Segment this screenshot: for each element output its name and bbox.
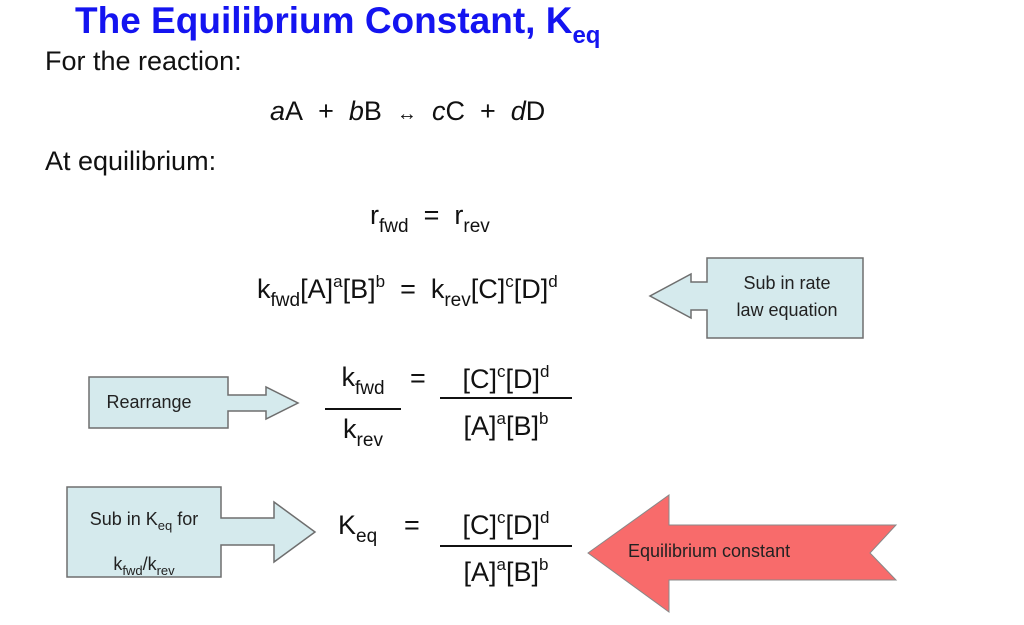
rearrange-callout xyxy=(88,376,300,429)
keq-symbol: Keq xyxy=(338,510,378,547)
rate-constant-ratio: kfwd krev xyxy=(325,362,401,452)
rearrange-text: Rearrange xyxy=(106,392,192,412)
sub-in-keq-text: Sub in Keq for kfwd/krev xyxy=(89,509,199,578)
page-title: The Equilibrium Constant, Keq xyxy=(75,0,601,49)
concentration-ratio: [C]c[D]d [A]a[B]b xyxy=(440,362,572,442)
keq-concentration-ratio: [C]c[D]d [A]a[B]b xyxy=(440,508,572,588)
sub-in-keq-callout xyxy=(66,486,317,578)
rate-equality: rfwd = rrev xyxy=(370,200,490,237)
sub-in-rate-law-callout xyxy=(648,257,864,339)
equilibrium-label: At equilibrium: xyxy=(45,146,217,176)
reaction-equation: aA + bB ↔ cC + dD xyxy=(270,96,546,126)
reaction-label: For the reaction: xyxy=(45,46,242,76)
equals-sign: = xyxy=(410,363,426,393)
equilibrium-constant-text: Equilibrium constant xyxy=(628,541,791,561)
equilibrium-constant-arrow xyxy=(587,494,898,613)
equals-sign: = xyxy=(404,510,420,540)
rate-law-equation: kfwd[A]a[B]b = krev[C]c[D]d xyxy=(257,272,558,311)
